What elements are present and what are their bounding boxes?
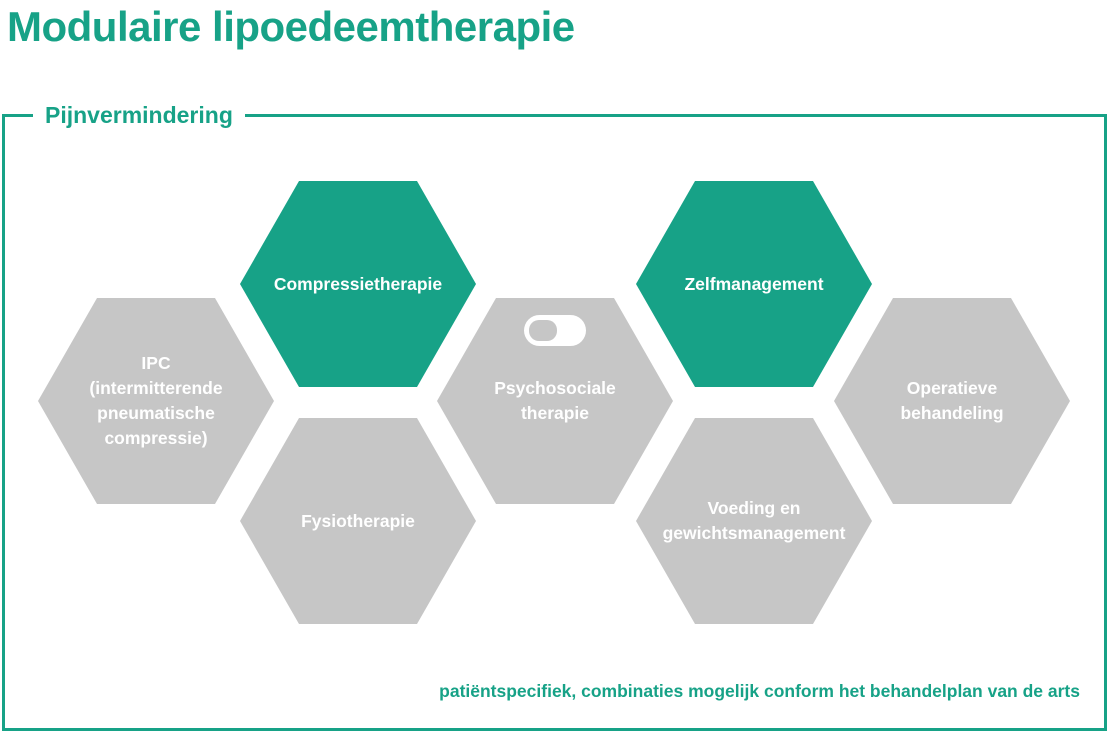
toggle-knob bbox=[529, 320, 557, 341]
hexagon-label: Operatieve behandeling bbox=[900, 378, 1004, 423]
hexagon-ipc: IPC (intermitterende pneumatische compre… bbox=[38, 298, 274, 504]
toggle-off-icon bbox=[524, 315, 586, 346]
pijnvermindering-panel: Pijnvermindering bbox=[2, 101, 1107, 731]
hexagon-compressietherapie: Compressietherapie bbox=[240, 181, 476, 387]
hexagon-label: IPC (intermitterende pneumatische compre… bbox=[89, 353, 223, 448]
hexagon-label: Zelfmanagement bbox=[684, 273, 824, 294]
hexagon-label: Psychosociale therapie bbox=[494, 378, 616, 423]
footnote: patiëntspecifiek, combinaties mogelijk c… bbox=[439, 681, 1080, 701]
hexagon-label: Fysiotherapie bbox=[301, 510, 415, 531]
hexagon-label: Compressietherapie bbox=[273, 273, 443, 294]
page-title: Modulaire lipoedeemtherapie bbox=[7, 3, 575, 50]
hexagon-label: Voeding en gewichtsmanagement bbox=[662, 498, 846, 543]
panel-label: Pijnvermindering bbox=[33, 101, 245, 129]
